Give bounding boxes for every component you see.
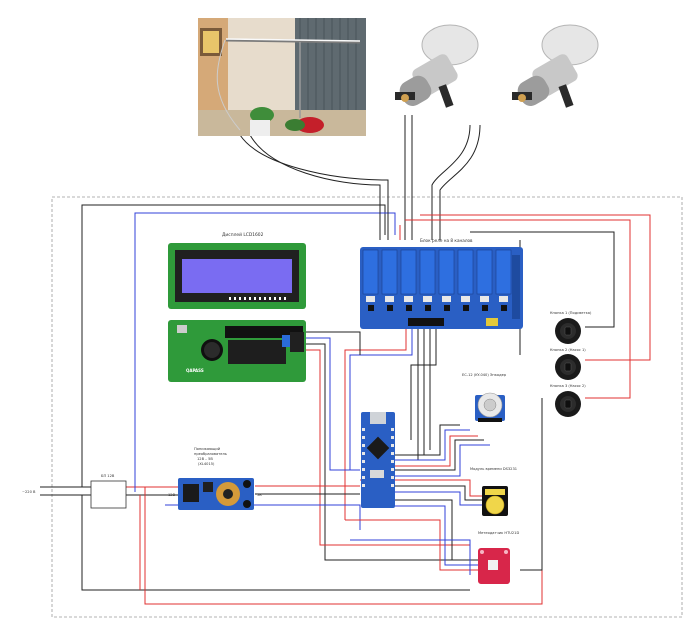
- lcd-label: Дисплей LCD1602: [222, 231, 264, 238]
- sensor-module: Метеодатчик HTU21D: [478, 531, 519, 584]
- relay-label: Блок реле на 8 каналов: [420, 238, 473, 243]
- button-1-label: Кнопка 1 (Подсветка): [550, 311, 592, 315]
- buck-converter: Понижающий преобразователь 12В – 5В (XL4…: [168, 447, 262, 510]
- converter-label-4: (XL4015): [198, 462, 215, 466]
- sensor-label: Метеодатчик HTU21D: [478, 531, 519, 535]
- converter-input-label: 12В: [168, 493, 176, 497]
- wires: [40, 115, 651, 605]
- button-1: Кнопка 1 (Подсветка): [550, 311, 592, 344]
- encoder-label: EC-12 (KY-040) Энкодер: [462, 373, 507, 377]
- arduino-nano: [361, 412, 395, 508]
- button-2-label: Кнопка 2 (Насос 1): [550, 348, 586, 352]
- relay-module: Блок реле на 8 каналов: [360, 238, 523, 329]
- rotary-encoder: EC-12 (KY-040) Энкодер: [462, 373, 507, 422]
- button-3-label: Кнопка 3 (Насос 2): [550, 384, 586, 388]
- button-3: Кнопка 3 (Насос 2): [550, 384, 586, 417]
- pump-1: [395, 24, 479, 108]
- pump-2: [512, 24, 599, 108]
- button-2: Кнопка 2 (Насос 1): [550, 348, 586, 380]
- mains-label: ~220 В: [22, 490, 36, 494]
- psu-label: БП 12В: [101, 474, 115, 478]
- lcd-i2c-board: QAPASS: [168, 320, 306, 382]
- converter-output-label: 5В: [257, 493, 262, 497]
- converter-label-1: Понижающий: [194, 447, 221, 451]
- rtc-label: Модуль времени DS3231: [470, 467, 517, 471]
- enclosure-outline: [51, 196, 683, 618]
- lcd-board-marking: QAPASS: [186, 368, 204, 373]
- grow-lamp-photo: [198, 18, 366, 136]
- converter-label-2: преобразователь: [194, 452, 227, 456]
- rtc-module: Модуль времени DS3231: [470, 467, 517, 516]
- power-supply: БП 12В ~220 В: [22, 474, 127, 509]
- lcd-display: Дисплей LCD1602: [168, 231, 306, 309]
- converter-label-3: 12В – 5В: [197, 457, 213, 461]
